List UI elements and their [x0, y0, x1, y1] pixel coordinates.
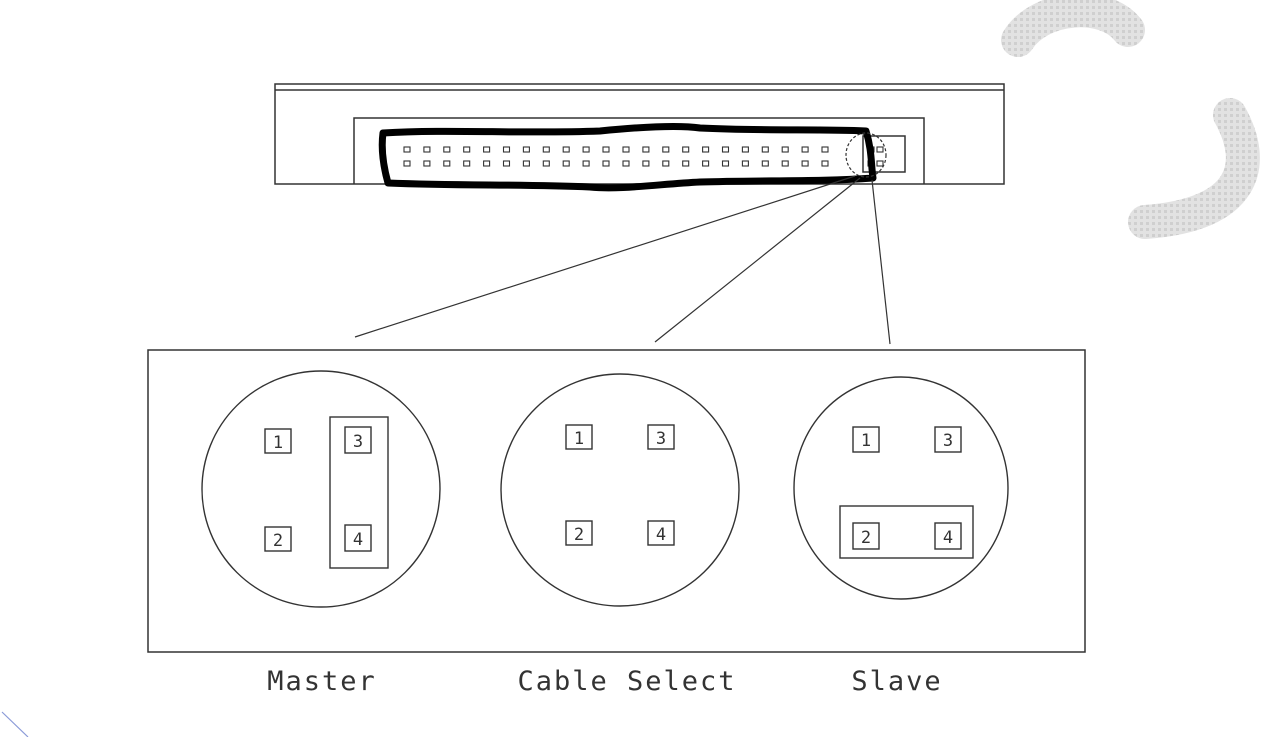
connector-pin	[821, 146, 829, 153]
connector-pin	[721, 146, 730, 153]
connector-pin	[702, 160, 710, 167]
slave-caption: Slave	[851, 666, 942, 697]
connector-pin	[522, 160, 530, 167]
pin-4	[934, 522, 962, 550]
watermark-logo-lower	[1128, 98, 1260, 239]
connector-pin	[662, 160, 670, 167]
connector-pin	[761, 146, 769, 153]
pin-1	[565, 424, 593, 450]
connector-pin	[403, 160, 411, 167]
connector-pin	[483, 146, 491, 153]
connector-pin	[741, 146, 749, 153]
connector-pin	[582, 160, 590, 167]
pin-label: 1	[273, 433, 283, 453]
connector-pin	[602, 146, 610, 153]
pin-label: 1	[861, 431, 871, 451]
pin-4	[647, 520, 675, 546]
connector-pin	[622, 146, 630, 153]
connector-pin	[721, 160, 730, 167]
pin-1	[852, 426, 880, 453]
connector-pin	[463, 146, 471, 153]
pin-2	[565, 520, 593, 546]
pin-label: 1	[574, 429, 584, 449]
pin-1	[264, 428, 292, 454]
connector-pin	[801, 146, 809, 153]
connector-pin	[522, 146, 530, 153]
jumper-detail-box	[147, 349, 1086, 653]
pin-4	[344, 524, 372, 552]
connector-pin	[582, 146, 590, 153]
connector-pin	[423, 146, 431, 153]
connector-pin	[622, 160, 630, 167]
watermark-logo	[1001, 0, 1145, 57]
connector-pin	[662, 146, 670, 153]
connector-pin	[542, 160, 550, 167]
connector-pin	[443, 146, 451, 153]
connector-pin	[483, 160, 491, 167]
pin-3	[344, 426, 372, 454]
connector-pin	[502, 160, 511, 167]
slave-jumper-cap	[839, 505, 974, 559]
connector-pin	[801, 160, 809, 167]
pin-label: 2	[574, 525, 584, 545]
cable-select-jumper-circle	[500, 373, 740, 607]
connector-pin	[542, 146, 550, 153]
pin-2	[264, 526, 292, 552]
pin-label: 3	[656, 429, 666, 449]
connector-pin	[702, 146, 710, 153]
pin-label: 3	[943, 431, 953, 451]
pin-label: 2	[861, 528, 871, 548]
pin-label: 2	[273, 531, 283, 551]
master-jumper-cap	[329, 416, 389, 569]
pin-3	[647, 424, 675, 450]
connector-pin	[562, 146, 570, 153]
connector-pin	[781, 160, 789, 167]
connector-pin	[781, 146, 789, 153]
pin-label: 4	[353, 530, 363, 550]
connector-pin	[761, 160, 769, 167]
master-jumper-circle	[201, 370, 441, 608]
connector-pin	[682, 146, 690, 153]
connector-pin	[682, 160, 690, 167]
connector-pin	[502, 146, 511, 153]
pin-label: 4	[656, 525, 666, 545]
pin-3	[934, 426, 962, 453]
connector-pin	[562, 160, 570, 167]
jumper-block-pin	[876, 160, 884, 167]
pin-label: 4	[943, 528, 953, 548]
ide-connector-pins	[403, 146, 884, 167]
pin-2	[852, 522, 880, 550]
jumper-block-callout-circle	[845, 132, 887, 178]
jumper-block-pin	[876, 146, 884, 153]
slave-jumper-circle	[793, 376, 1009, 600]
connector-pin	[463, 160, 471, 167]
cable-select-caption: Cable Select	[517, 666, 736, 697]
connector-pin	[443, 160, 451, 167]
corner-mark	[1, 711, 29, 737]
master-caption: Master	[267, 666, 377, 697]
connector-pin	[821, 160, 829, 167]
pin-label: 3	[353, 432, 363, 452]
connector-pin	[403, 146, 411, 153]
connector-pin	[642, 160, 650, 167]
connector-highlight-outline	[378, 123, 877, 192]
connector-pin	[642, 146, 650, 153]
connector-pin	[423, 160, 431, 167]
leader-lines	[354, 175, 891, 345]
connector-pin	[602, 160, 610, 167]
connector-pin	[741, 160, 749, 167]
